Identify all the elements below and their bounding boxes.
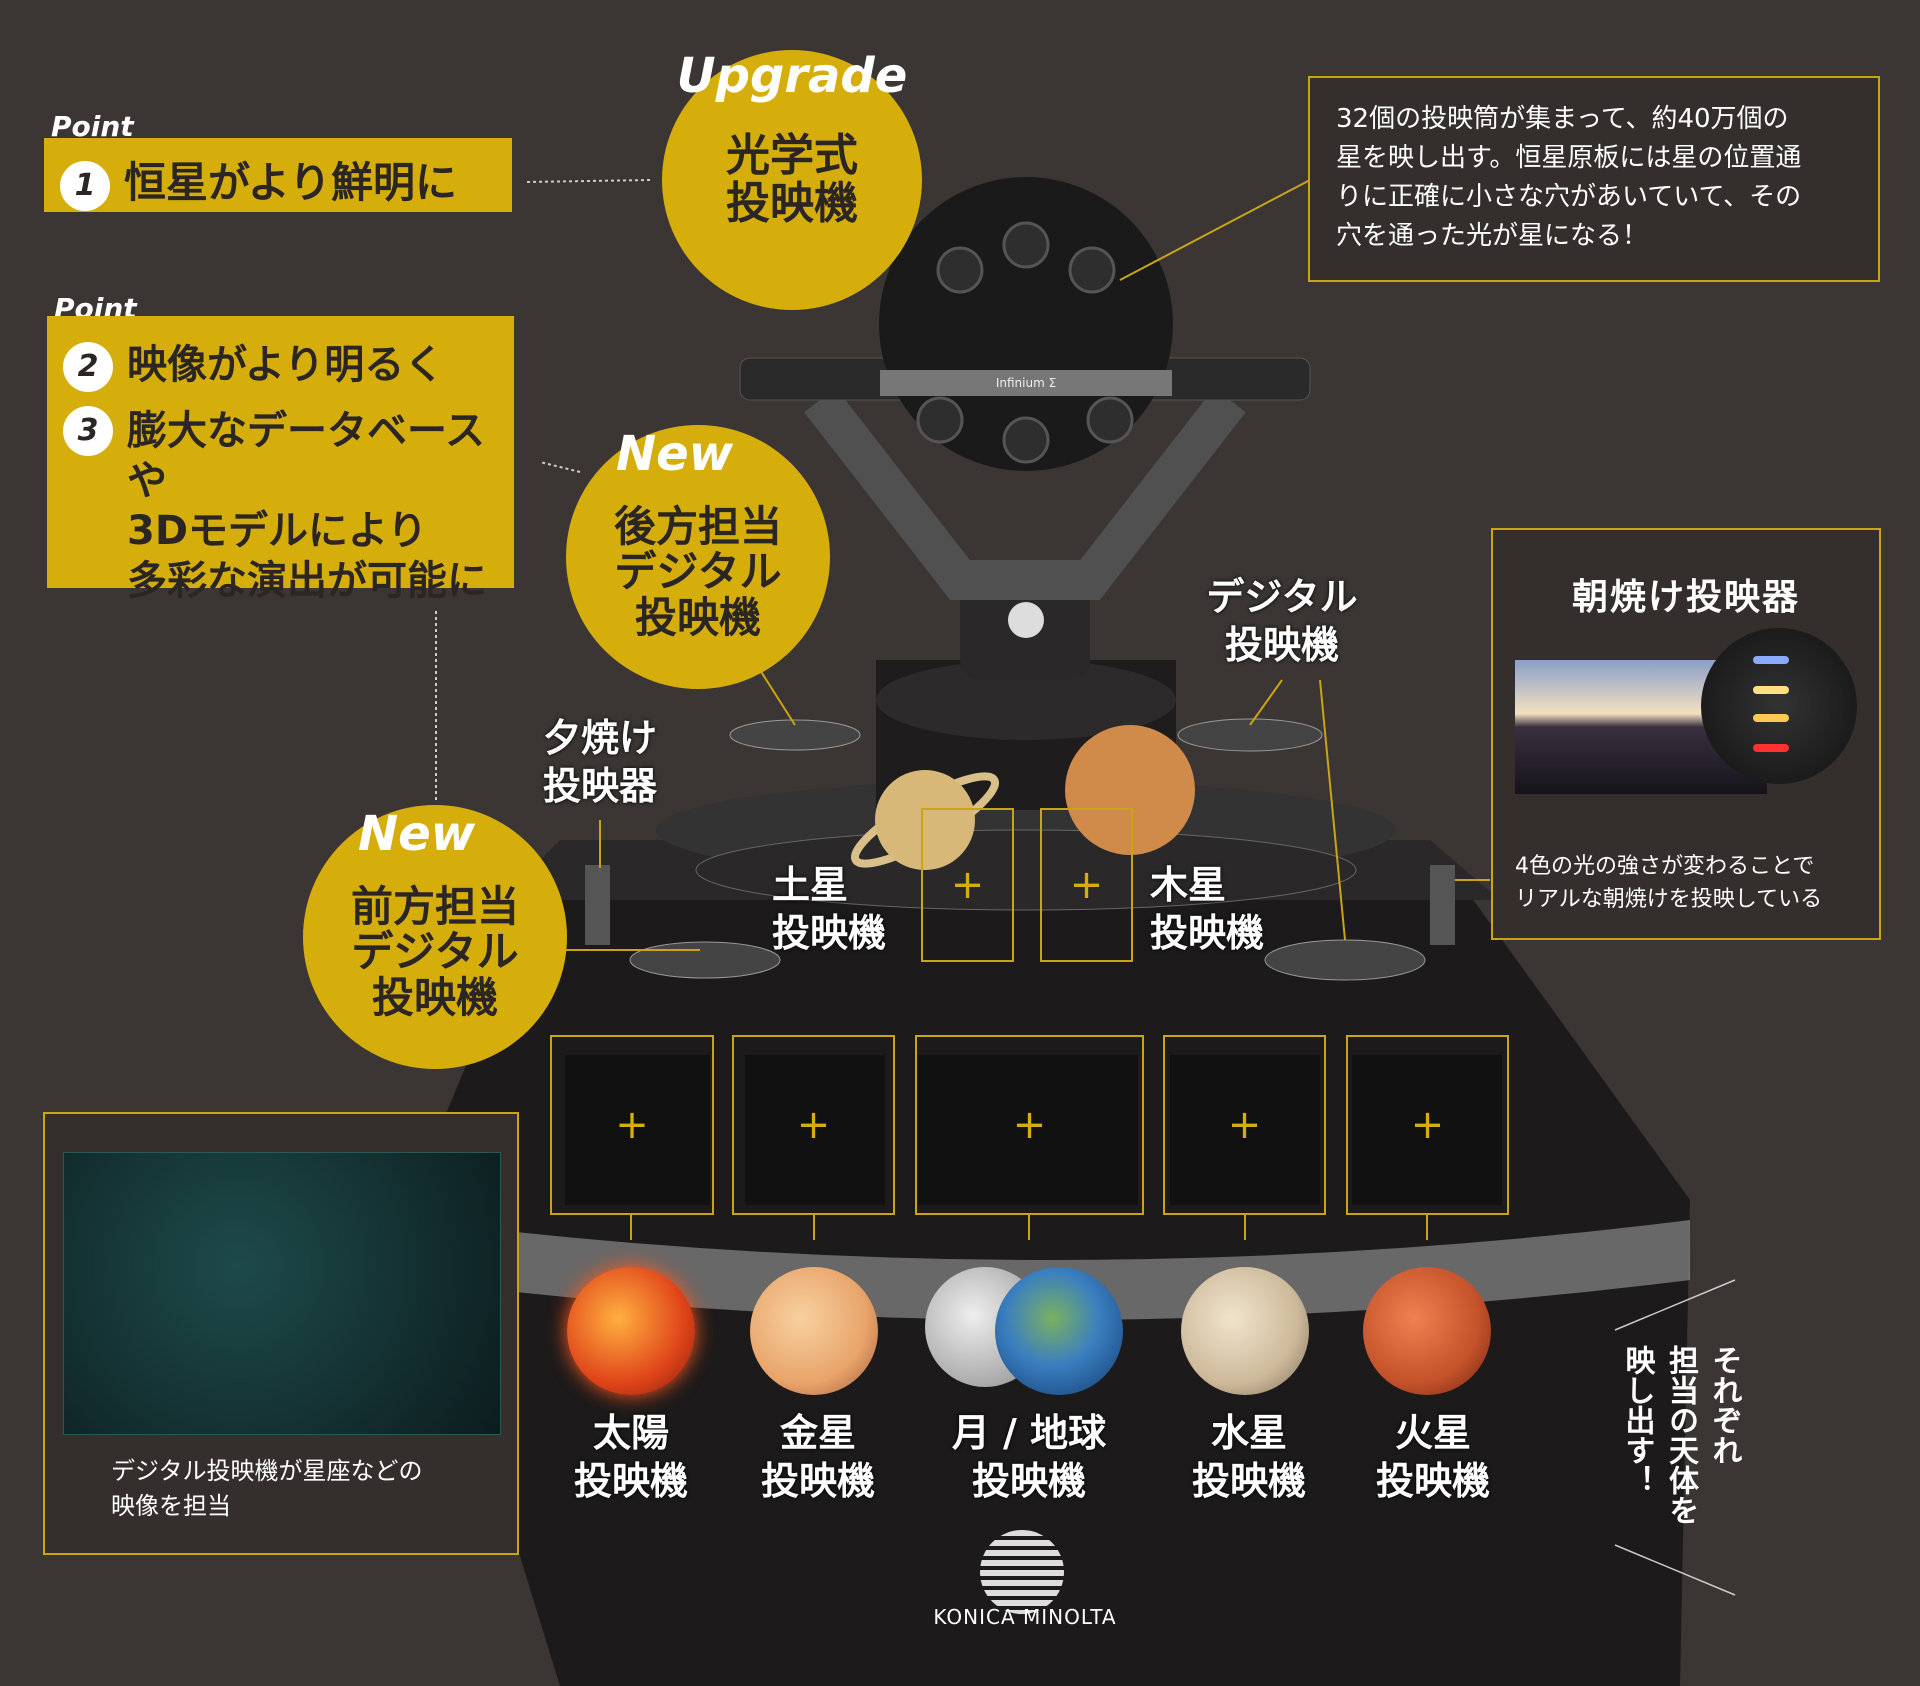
label-line: 土星 (772, 863, 849, 907)
badge-line: 投映機 (726, 178, 858, 229)
label-line: 投映機 (971, 1458, 1086, 1503)
label-line: 投映機 (573, 1458, 688, 1503)
point-text: 映像がより明るく (127, 342, 445, 388)
sun-projector-label: 太陽投映機 (551, 1410, 711, 1505)
venus-projector-label: 金星投映機 (738, 1410, 898, 1505)
venus-projector-frame (732, 1035, 895, 1215)
constellation-caption: 映像を担当 (111, 1491, 231, 1520)
label-line: 投映器 (542, 763, 657, 808)
badge-line: デジタル (351, 927, 519, 977)
point-number: 2 (63, 342, 113, 392)
badge-line: 投映機 (371, 972, 498, 1022)
point-label: Point (51, 110, 134, 143)
label-line: 木星 (1150, 863, 1227, 907)
planet-name: 火星 (1394, 1411, 1471, 1455)
new-front-digital-badge: New 前方担当デジタル投映機 (303, 805, 567, 1069)
note-column: それぞれ (1706, 1345, 1742, 1465)
upgrade-optical-badge: Upgrade 光学式投映機 (662, 50, 922, 310)
point-number: 3 (63, 406, 113, 456)
badge-line: デジタル (614, 547, 782, 597)
label-line: 投映機 (1375, 1458, 1490, 1503)
dawn-title: 朝焼け投映器 (1571, 577, 1800, 618)
badge-line: 後方担当 (613, 501, 782, 551)
saturn-projector-frame (921, 808, 1014, 962)
moon-earth-projector-label: 月 / 地球投映機 (929, 1410, 1129, 1505)
point-text: 膨大なデータベースや (127, 408, 485, 504)
badge-line: 光学式 (726, 129, 858, 181)
badge-tag: New (616, 426, 734, 482)
badge-line: 前方担当 (350, 881, 519, 931)
note-line: 32個の投映筒が集まって、約40万個の (1336, 104, 1789, 134)
mars-projector-frame (1346, 1035, 1509, 1215)
jupiter-projector-frame (1040, 808, 1133, 962)
label-line: 投映機 (760, 1458, 875, 1503)
badge-line: 投映機 (634, 592, 761, 642)
dawn-caption: 4色の光の強さが変わることで (1515, 854, 1815, 879)
digital-projector-label: デジタル投映機 (1192, 574, 1372, 669)
point-1-box: 1 恒星がより鮮明に (44, 138, 512, 212)
sun-image (567, 1267, 695, 1395)
constellation-box: デジタル投映機が星座などの映像を担当 (43, 1112, 519, 1555)
point-text: 3Dモデルにより (127, 508, 428, 554)
constellation-image (63, 1152, 501, 1435)
point-number: 1 (60, 160, 110, 211)
label-line: 投映機 (772, 910, 887, 955)
earth-image (995, 1267, 1123, 1395)
vertical-note: それぞれ担当の天体を映し出す！ (1615, 1345, 1746, 1555)
label-line: 投映機 (1150, 910, 1265, 955)
point-text: 恒星がより鮮明に (124, 158, 458, 207)
label-line: 投映機 (1191, 1458, 1306, 1503)
new-rear-digital-badge: New 後方担当デジタル投映機 (566, 425, 830, 689)
mercury-projector-label: 水星投映機 (1169, 1410, 1329, 1505)
note-line: 穴を通った光が星になる！ (1336, 221, 1649, 251)
note-line: りに正確に小さな穴があいていて、その (1336, 182, 1802, 212)
mercury-image (1181, 1267, 1309, 1395)
point-text: 多彩な演出が可能に (127, 558, 487, 604)
constellation-caption: デジタル投映機が星座などの (111, 1457, 423, 1485)
note-line: 星を映し出す。恒星原板には星の位置通 (1336, 143, 1802, 173)
mercury-projector-frame (1163, 1035, 1326, 1215)
jupiter-projector-label: 木星投映機 (1150, 862, 1290, 957)
label-line: デジタル (1206, 575, 1358, 619)
sphere-model-name: Infinium Σ (995, 376, 1057, 390)
note-column: 担当の天体を (1663, 1345, 1698, 1525)
brand-name: KONICA MINOLTA (933, 1605, 1117, 1629)
dawn-caption: リアルな朝焼けを投映している (1515, 887, 1823, 912)
moon-earth-projector-frame (915, 1035, 1144, 1215)
planet-name: 金星 (779, 1411, 856, 1455)
planet-name: 水星 (1210, 1411, 1287, 1455)
label-line: 夕焼け (542, 716, 657, 760)
planet-name: 太陽 (592, 1411, 669, 1455)
label-line: 投映機 (1224, 622, 1339, 667)
dawn-projector-box: 朝焼け投映器 4色の光の強さが変わることでリアルな朝焼けを投映している (1491, 528, 1881, 940)
venus-image (750, 1267, 878, 1395)
planet-name: 月 / 地球 (951, 1411, 1107, 1455)
sunset-projector-label: 夕焼け投映器 (520, 715, 680, 810)
badge-tag: New (358, 806, 476, 862)
badge-tag: Upgrade (676, 48, 908, 104)
dawn-lamp-photo (1701, 628, 1857, 784)
sun-projector-frame (550, 1035, 714, 1215)
mars-image (1363, 1267, 1491, 1395)
mars-projector-label: 火星投映機 (1353, 1410, 1513, 1505)
saturn-projector-label: 土星投映機 (772, 862, 912, 957)
konica-minolta-logo (980, 1530, 1064, 1614)
note-column: 映し出す！ (1619, 1345, 1655, 1495)
optical-projector-note: 32個の投映筒が集まって、約40万個の星を映し出す。恒星原板には星の位置通りに正… (1308, 76, 1880, 282)
